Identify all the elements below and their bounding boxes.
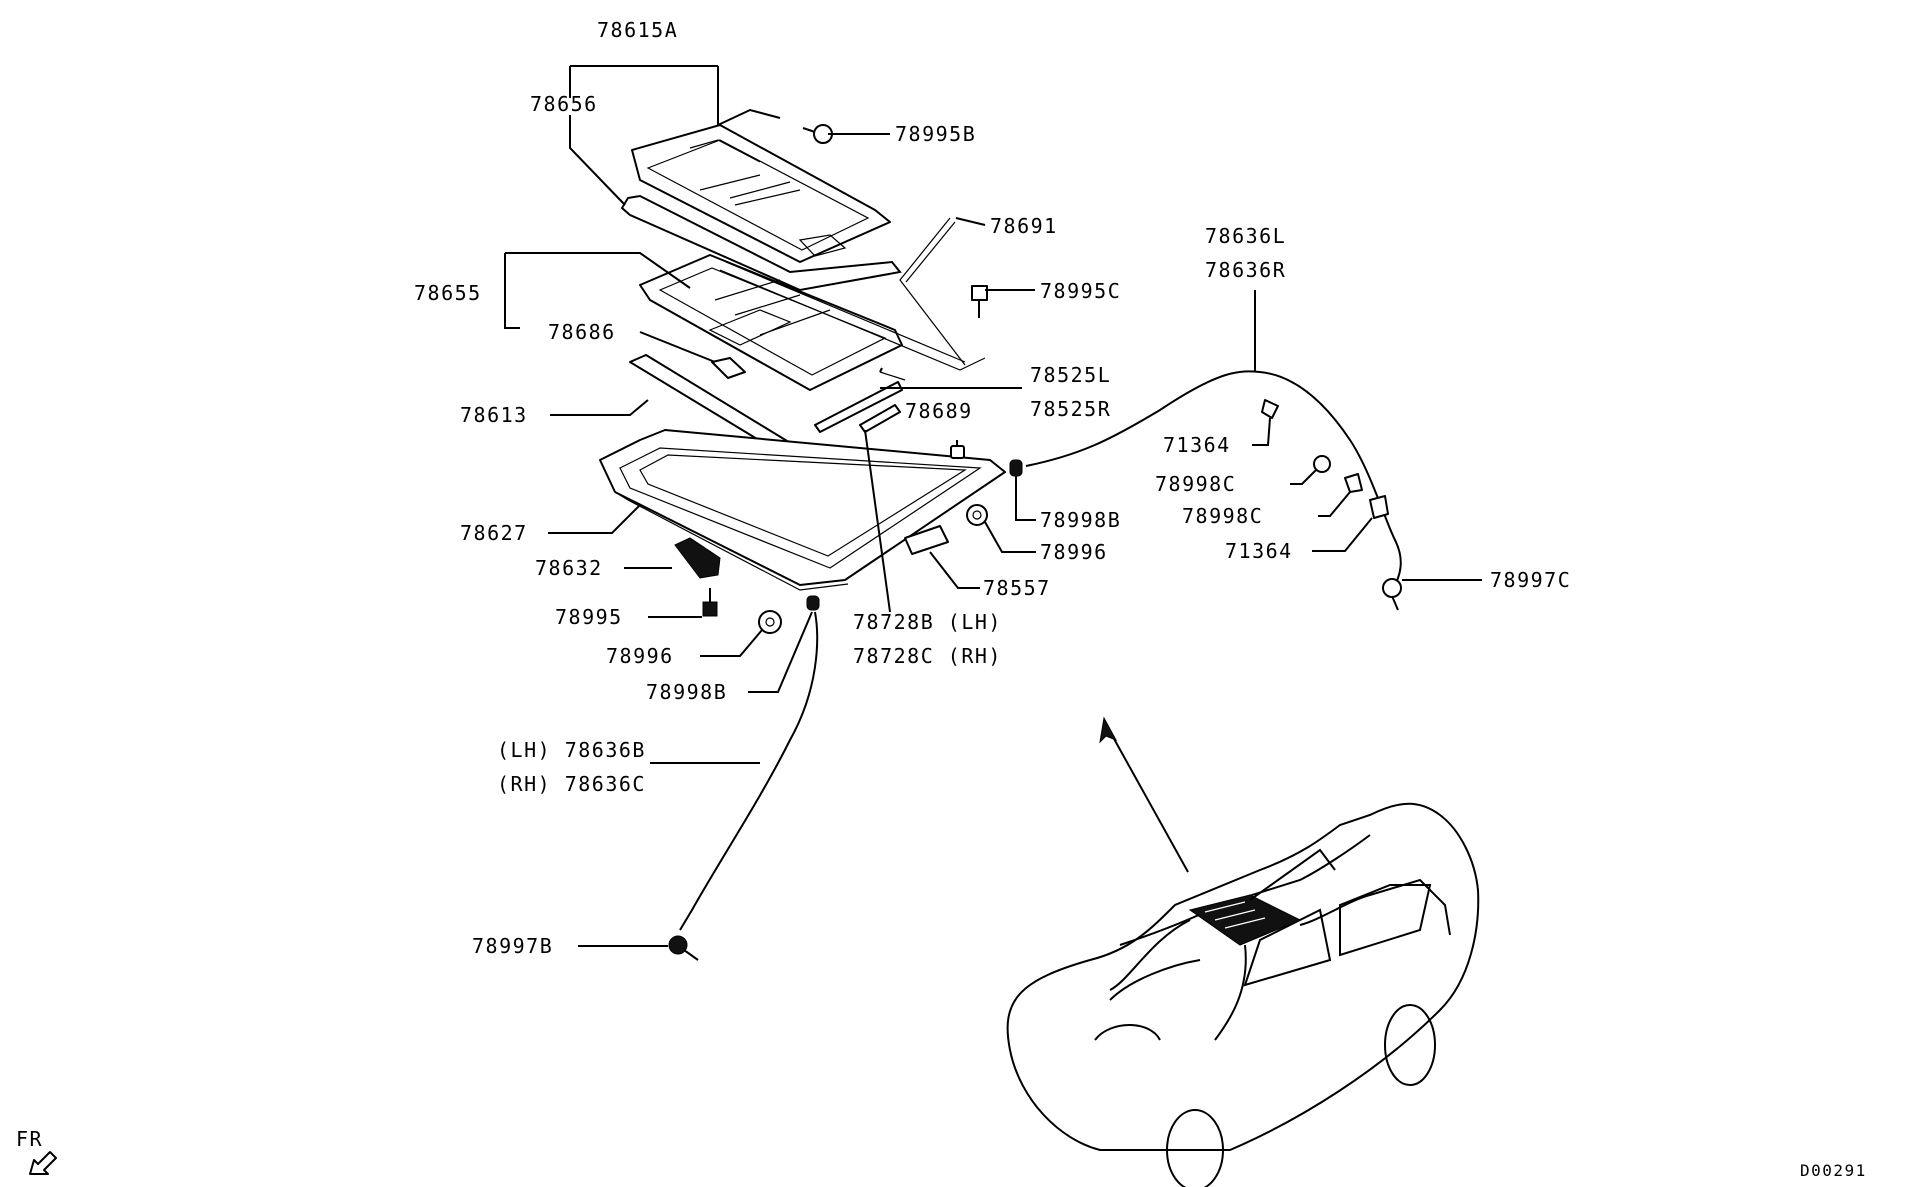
bolt-78995 xyxy=(702,588,718,617)
pointer-arrow xyxy=(1107,727,1189,873)
label-78997B: 78997B xyxy=(472,934,553,958)
label-plate-78557 xyxy=(904,525,949,555)
bolt-78995C xyxy=(971,285,988,318)
label-78525L: 78525L xyxy=(1030,363,1111,387)
drain-hose-left xyxy=(679,611,819,931)
sunshade-panel xyxy=(639,254,903,391)
label-78525R: 78525R xyxy=(1030,397,1111,421)
label-71364-bottom: 71364 xyxy=(1225,539,1293,563)
label-78689: 78689 xyxy=(905,399,973,423)
label-78686: 78686 xyxy=(548,320,616,344)
rails-78691 xyxy=(719,217,986,371)
clip-78689 xyxy=(950,445,965,459)
nut-78996-left xyxy=(758,610,782,634)
label-78636R: 78636R xyxy=(1205,258,1286,282)
motor-78632 xyxy=(674,537,721,579)
drain-end-78997B xyxy=(668,935,699,961)
label-78997C: 78997C xyxy=(1490,568,1571,592)
label-78996-left: 78996 xyxy=(606,644,674,668)
glass-panel xyxy=(631,124,891,263)
front-direction-arrow-icon xyxy=(29,1151,57,1175)
drain-hose-right xyxy=(1025,370,1402,586)
label-78627: 78627 xyxy=(460,521,528,545)
label-71364-top: 71364 xyxy=(1163,433,1231,457)
vehicle-outline xyxy=(1006,802,1480,1187)
clip-71364-bottom xyxy=(1369,495,1389,519)
bolt-78995B xyxy=(802,124,833,144)
pointer-arrowhead xyxy=(1099,716,1118,744)
label-78636B: (LH) 78636B xyxy=(497,738,646,762)
diagram-code: D00291 xyxy=(1800,1161,1867,1180)
label-78728B: 78728B (LH) xyxy=(853,610,1002,634)
bracket-78686 xyxy=(711,357,746,379)
label-78691: 78691 xyxy=(990,214,1058,238)
direction-label: FR xyxy=(16,1127,43,1151)
label-78615A: 78615A xyxy=(597,18,678,42)
clip-78998C-2 xyxy=(1344,473,1363,493)
label-78636C: (RH) 78636C xyxy=(497,772,646,796)
grommet-78998B-left xyxy=(806,595,820,611)
label-78995B: 78995B xyxy=(895,122,976,146)
label-78998C-1: 78998C xyxy=(1155,472,1236,496)
label-78998B-left: 78998B xyxy=(646,680,727,704)
label-78656: 78656 xyxy=(530,92,598,116)
label-78655: 78655 xyxy=(414,281,482,305)
leader-lines xyxy=(504,65,1482,947)
label-78636L: 78636L xyxy=(1205,224,1286,248)
nut-78996-right xyxy=(966,504,988,526)
grommet-78998B-right xyxy=(1009,459,1023,477)
drain-end-78997C xyxy=(1382,578,1402,611)
label-78995: 78995 xyxy=(555,605,623,629)
clip-71364-top xyxy=(1261,399,1279,419)
lower-frame xyxy=(599,429,1006,591)
slide-mechanism xyxy=(814,371,906,433)
label-78632: 78632 xyxy=(535,556,603,580)
label-78728C: 78728C (RH) xyxy=(853,644,1002,668)
label-78998B-right: 78998B xyxy=(1040,508,1121,532)
label-78613: 78613 xyxy=(460,403,528,427)
label-78998C-2: 78998C xyxy=(1182,504,1263,528)
clip-78998C-1 xyxy=(1313,455,1331,473)
weatherstrip xyxy=(620,194,902,292)
label-78995C: 78995C xyxy=(1040,279,1121,303)
label-78557: 78557 xyxy=(983,576,1051,600)
label-78996-right: 78996 xyxy=(1040,540,1108,564)
